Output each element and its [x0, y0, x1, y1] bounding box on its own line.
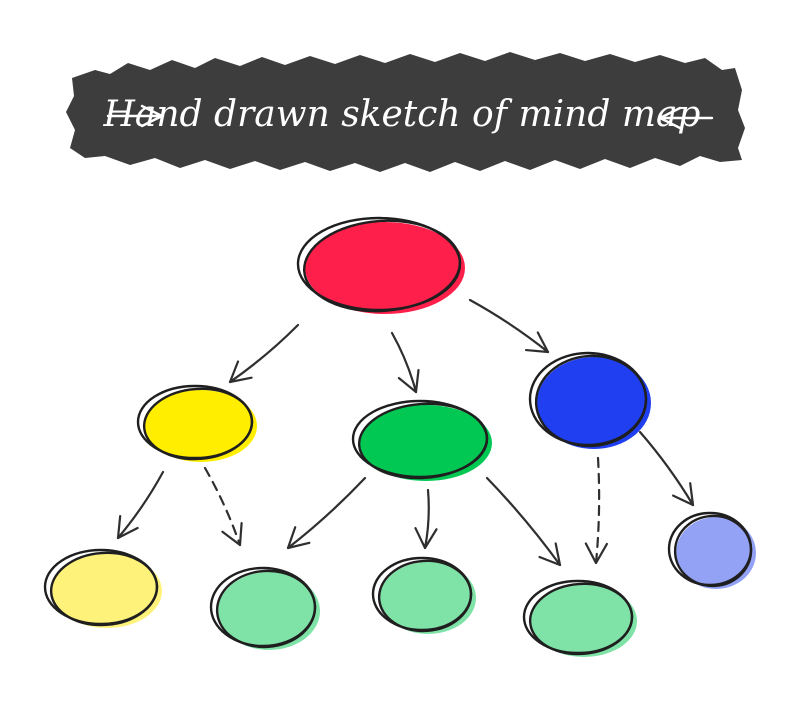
edge-child-blue-to-leaf-green-3 — [594, 456, 601, 565]
node-fill — [360, 405, 492, 481]
arrowhead-icon — [116, 515, 139, 540]
edge-child-yellow-to-leaf-yellow — [116, 470, 165, 540]
node-child-green — [351, 399, 492, 481]
edge-child-blue-to-leaf-blue — [638, 430, 695, 507]
arrowhead-icon — [228, 360, 253, 384]
node-outline-secondary — [302, 219, 462, 313]
node-child-blue — [528, 351, 651, 449]
arrowhead-icon — [397, 369, 420, 394]
arrowhead-icon — [221, 521, 243, 547]
arrowhead-icon — [672, 482, 695, 507]
edge-child-green-to-leaf-green-3 — [485, 476, 562, 567]
node-leaf-green-1 — [209, 566, 320, 650]
banner-scribble-background — [66, 52, 745, 172]
node-outline-secondary — [357, 402, 489, 480]
banner-arrow-left-icon — [657, 106, 714, 130]
node-fill — [52, 554, 162, 628]
edge-child-green-to-leaf-green-1 — [286, 476, 367, 550]
arrowhead-icon — [538, 542, 562, 567]
node-outline-secondary — [528, 582, 634, 656]
node-fill — [218, 572, 320, 650]
node-outline-secondary — [377, 559, 473, 633]
node-child-yellow — [136, 384, 257, 462]
node-fill — [676, 517, 756, 589]
node-fill — [145, 390, 257, 462]
node-outline-secondary — [142, 387, 254, 461]
node-leaf-green-2 — [371, 556, 476, 634]
node-leaf-yellow — [43, 548, 162, 628]
arrowhead-icon — [414, 527, 438, 550]
edge-root-to-child-green — [390, 331, 418, 394]
edge-child-green-to-leaf-green-2 — [423, 488, 430, 550]
banner-title: Hand drawn sketch of mind map — [103, 94, 701, 135]
arrowhead-icon — [584, 542, 609, 565]
edge-root-to-child-blue — [468, 298, 550, 354]
edges — [116, 298, 695, 567]
edge-child-yellow-to-leaf-green-1 — [203, 466, 242, 547]
node-outline-secondary — [534, 354, 648, 448]
node-outline-secondary — [215, 569, 317, 649]
banner-arrow-right-icon — [106, 104, 165, 128]
title-banner: Hand drawn sketch of mind map — [66, 52, 745, 172]
node-fill — [380, 562, 476, 634]
node-leaf-green-3 — [522, 579, 637, 657]
nodes — [43, 216, 756, 657]
arrowhead-icon — [524, 331, 550, 354]
node-fill — [305, 222, 465, 314]
edge-root-to-child-yellow — [228, 323, 300, 384]
node-outline-secondary — [673, 514, 753, 588]
arrowhead-icon — [286, 526, 311, 550]
node-outline-secondary — [49, 551, 159, 627]
node-fill — [537, 357, 651, 449]
node-root — [296, 216, 465, 314]
node-leaf-blue — [667, 511, 756, 589]
node-fill — [531, 585, 637, 657]
